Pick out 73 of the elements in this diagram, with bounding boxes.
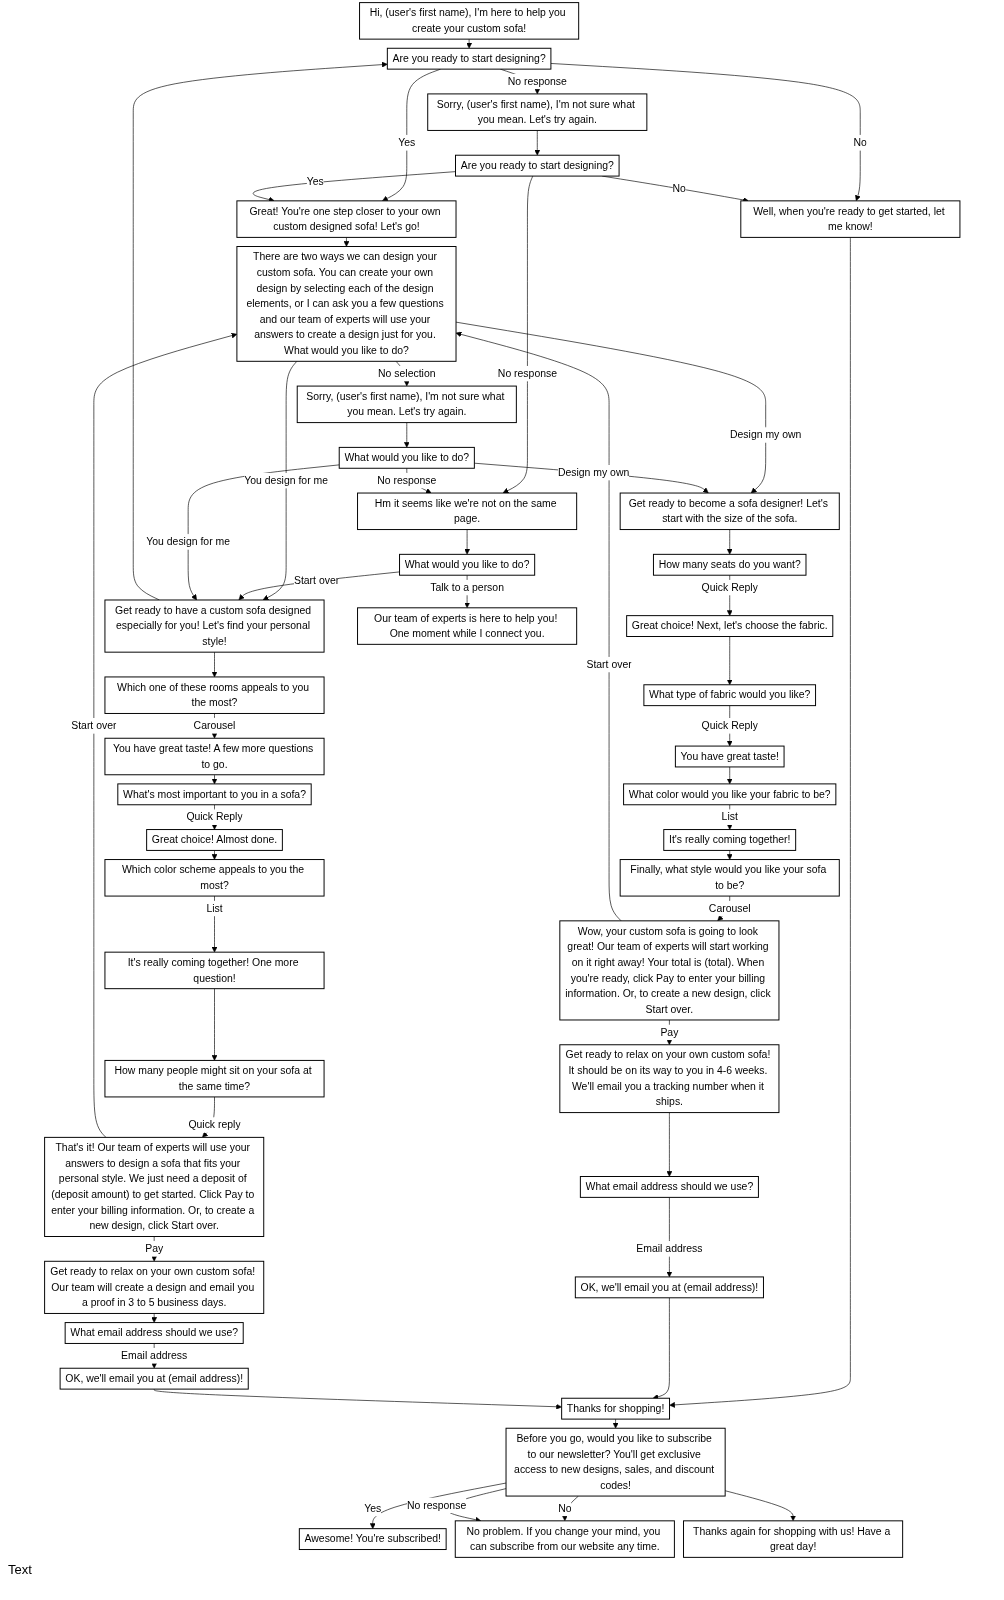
node-box: Well, when you're ready to get started, let me know!: [740, 200, 961, 238]
edge-label: List: [721, 811, 738, 823]
edge-label: List: [206, 902, 223, 914]
node-box: Sorry, (user's first name), I'm not sure what you mean. Let's try again.: [426, 93, 648, 131]
edge-label: No: [557, 1502, 572, 1514]
node-box: Wow, your custom sofa is going to look great! Our team of experts will start working on it right away! Your total is (total). When you're ready, click Pay to enter your billing information. Or, to create a new design, click Start over.: [559, 920, 780, 1021]
note-text: Text: [8, 1562, 32, 1577]
node-box: Get ready to relax on your own custom sofa! It should be on its way to you in 4-6 weeks. We'll email you a tracking number when it ships.: [559, 1044, 780, 1114]
edge-label: Pay: [660, 1026, 679, 1038]
node-box: What would you like to do?: [338, 446, 475, 469]
node-box: That's it! Our team of experts will use your answers to design a sofa that fits your personal style. We just need a deposit of (deposit amount) to get started. Click Pay to enter your billing information. Or, to create a new design, click Start over.: [43, 1136, 264, 1237]
edge-label: Talk to a person: [430, 581, 504, 593]
edge-label: No: [672, 182, 686, 194]
edge-label: You design for me: [243, 474, 328, 486]
node-box: Thanks again for shopping with us! Have a great day!: [682, 1520, 903, 1558]
edge-label: Start over: [586, 658, 632, 670]
node-box: Are you ready to start designing?: [386, 47, 552, 70]
edge-label: No response: [376, 474, 437, 486]
edge-label: No: [853, 136, 867, 149]
edge-label: Design my own: [729, 429, 802, 441]
edge-label: Carousel: [708, 902, 751, 914]
edge-label: Pay: [144, 1243, 163, 1255]
node-box: Sorry, (user's first name), I'm not sure what you mean. Let's try again.: [296, 385, 517, 424]
node-box: Are you ready to start designing?: [454, 154, 620, 177]
edge-label: No response: [497, 367, 557, 379]
edge-label: No selection: [377, 367, 436, 379]
edge-label: You design for me: [146, 536, 230, 548]
edge-label: No response: [406, 1499, 466, 1511]
node-box: Finally, what style would you like your sofa to be?: [619, 859, 840, 897]
node-box: Great choice! Almost done.: [145, 829, 283, 851]
node-box: Which one of these rooms appeals to you the most?: [104, 676, 325, 714]
edge-label: Email address: [636, 1243, 703, 1255]
node-box: What's most important to you in a sofa?: [117, 783, 312, 806]
edge-label: Email address: [120, 1349, 187, 1362]
edge-label: Quick Reply: [701, 719, 758, 732]
edge-label: Start over: [70, 719, 117, 732]
node-box: Get ready to relax on your own custom sofa! Our team will create a design and email you a proof in 3 to 5 business days.: [43, 1260, 264, 1314]
node-box: Thanks for shopping!: [560, 1397, 670, 1420]
node-box: Before you go, would you like to subscribe to our newsletter? You'll get exclusive access to new designs, sales, and discount codes!: [505, 1427, 726, 1497]
node-box: Great! You're one step closer to your own custom designed sofa! Let's go!: [236, 200, 457, 238]
node-box: OK, we'll email you at (email address)!: [59, 1367, 249, 1390]
node-box: It's really coming together! One more question!: [104, 951, 325, 990]
node-box: It's really coming together!: [663, 829, 796, 851]
edge-label: Yes: [397, 136, 416, 149]
edge-label: Start over: [293, 574, 339, 586]
edge-label: Yes: [306, 176, 324, 188]
node-box: Great choice! Next, let's choose the fabric.: [625, 615, 833, 637]
node-box: How many people might sit on your sofa at the same time?: [104, 1059, 325, 1098]
node-box: You have great taste! A few more questions to go.: [104, 737, 325, 776]
node-box: Get ready to have a custom sofa designed especially for you! Let's find your personal style!: [104, 599, 325, 653]
node-box: Which color scheme appeals to you the most?: [104, 859, 325, 897]
node-box: There are two ways we can design your custom sofa. You can create your own design by selecting each of the design elements, or I can ask you a few questions and our team of experts will use your answers to create a design just for you. What would you like to do?: [236, 246, 457, 362]
edge-label: No response: [507, 75, 567, 87]
edge-label: Quick Reply: [701, 581, 758, 593]
edge-label: Quick Reply: [186, 811, 243, 823]
node-box: Hm it seems like we're not on the same page.: [356, 492, 577, 531]
node-box: OK, we'll email you at (email address)!: [574, 1276, 764, 1299]
edge-label: Yes: [363, 1502, 381, 1514]
node-box: Get ready to become a sofa designer! Let's start with the size of the sofa.: [619, 492, 840, 531]
node-box: What would you like to do?: [398, 553, 535, 576]
edge-label: Quick reply: [188, 1119, 241, 1131]
edge-label: Design my own: [557, 466, 629, 478]
node-box: What type of fabric would you like?: [643, 684, 816, 707]
node-box: What email address should we use?: [579, 1176, 759, 1198]
node-box: What color would you like your fabric to be?: [622, 783, 837, 806]
node-box: How many seats do you want?: [652, 553, 807, 576]
node-box: You have great taste!: [674, 745, 785, 768]
node-box: Our team of experts is here to help you! One moment while I connect you.: [356, 607, 577, 645]
node-box: Awesome! You're subscribed!: [298, 1528, 447, 1550]
edge-label: Carousel: [193, 719, 236, 732]
node-box: What email address should we use?: [64, 1322, 244, 1344]
node-box: No problem. If you change your mind, you can subscribe from our website any time.: [454, 1520, 675, 1558]
node-box: Hi, (user's first name), I'm here to help you create your custom sofa!: [358, 2, 579, 40]
